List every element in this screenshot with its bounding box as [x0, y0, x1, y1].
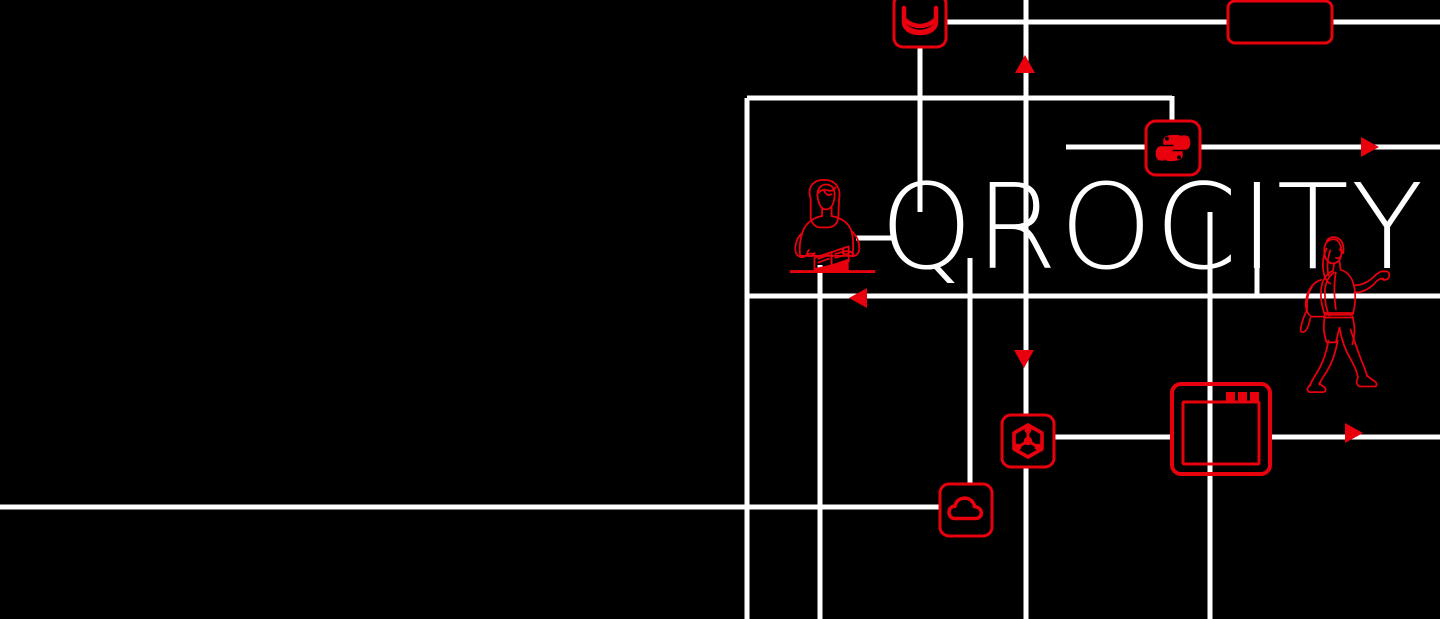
- blank-card-icon: [1226, 0, 1334, 45]
- arrow-left-marker: [849, 288, 867, 308]
- cloud-node[interactable]: [938, 482, 994, 538]
- blank-card-node[interactable]: [1226, 0, 1334, 45]
- arrow-right-marker-lower: [1345, 423, 1363, 443]
- window-node[interactable]: [1170, 382, 1272, 476]
- network-node[interactable]: [1000, 413, 1056, 469]
- arrow-down-marker: [1014, 350, 1034, 368]
- arrow-right-marker-top: [1361, 137, 1379, 157]
- page-title: QROCITY: [880, 158, 1426, 296]
- python-node[interactable]: [1144, 119, 1202, 177]
- arrow-up-marker: [1015, 55, 1035, 73]
- database-node[interactable]: [892, 0, 948, 49]
- browser-window-icon: [1170, 382, 1272, 476]
- woman-reading-illustration: [788, 178, 877, 274]
